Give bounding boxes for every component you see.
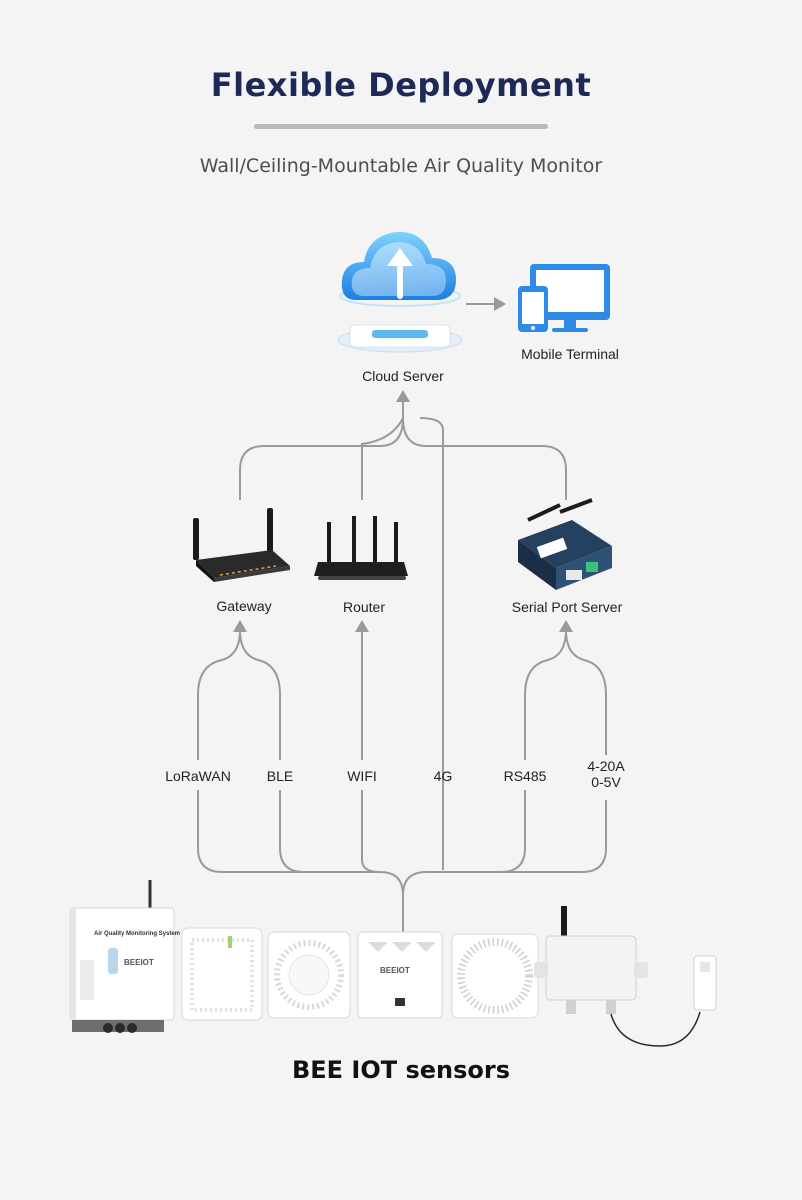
line-analog-to-serial xyxy=(565,629,607,755)
page-subtitle: Wall/Ceiling-Mountable Air Quality Monit… xyxy=(199,155,603,177)
line-lorawan-lower xyxy=(197,790,380,873)
protocol-ble: BLE xyxy=(266,768,294,784)
arrowhead-mobile xyxy=(494,297,506,311)
line-ble-lower xyxy=(279,790,380,873)
mobile-terminal-icon xyxy=(518,264,610,332)
gateway-label: Gateway xyxy=(216,598,272,614)
arrowhead-serial xyxy=(559,620,573,632)
protocol-wifi: WIFI xyxy=(347,768,377,784)
cloud-server-label: Cloud Server xyxy=(362,368,444,384)
sensor-grid-vent xyxy=(181,927,263,1021)
router-label: Router xyxy=(342,599,386,615)
serial-port-server-label: Serial Port Server xyxy=(511,599,623,615)
line-router-to-cloud xyxy=(361,417,404,500)
cloud-server-icon xyxy=(337,231,463,353)
protocol-rs485: RS485 xyxy=(503,768,547,784)
protocol-4g: 4G xyxy=(433,768,453,784)
title-divider xyxy=(254,124,548,129)
router-icon xyxy=(314,516,408,580)
page-title: Flexible Deployment xyxy=(210,66,592,104)
protocol-lorawan: LoRaWAN xyxy=(165,768,231,784)
gateway-icon xyxy=(193,508,290,582)
sensor-ring-light xyxy=(267,931,351,1019)
line-lorawan-to-gateway xyxy=(197,629,241,760)
protocol-analog-current: 4-20A xyxy=(587,758,625,774)
line-ble-to-gateway xyxy=(239,629,281,760)
sensor-round-grille xyxy=(451,933,539,1019)
brand-logo-box: BEEIOT xyxy=(124,958,154,967)
mobile-terminal-label: Mobile Terminal xyxy=(521,346,619,362)
line-4g-to-cloud xyxy=(419,417,444,870)
arrowhead-router xyxy=(355,620,369,632)
sensors-caption: BEE IOT sensors xyxy=(291,1056,511,1084)
sensor-monitoring-box xyxy=(69,880,175,1033)
line-sensor-bus xyxy=(379,871,427,932)
line-serial-to-cloud xyxy=(402,417,567,500)
line-wifi-lower xyxy=(361,790,381,873)
line-rs485-lower xyxy=(426,790,526,873)
protocol-analog-voltage: 0-5V xyxy=(591,774,621,790)
serial-port-server-icon xyxy=(518,498,612,590)
sensor-wireless-enclosure xyxy=(534,906,717,1047)
arrowhead-cloud xyxy=(396,390,410,402)
line-gateway-to-cloud xyxy=(239,417,404,500)
monitoring-system-label: Air Quality Monitoring System xyxy=(94,931,181,937)
sensor-center-unit xyxy=(357,931,443,1019)
brand-logo-center: BEEIOT xyxy=(380,966,410,975)
arrowhead-gateway xyxy=(233,620,247,632)
line-rs485-to-serial xyxy=(524,629,567,760)
line-analog-lower xyxy=(426,800,607,873)
